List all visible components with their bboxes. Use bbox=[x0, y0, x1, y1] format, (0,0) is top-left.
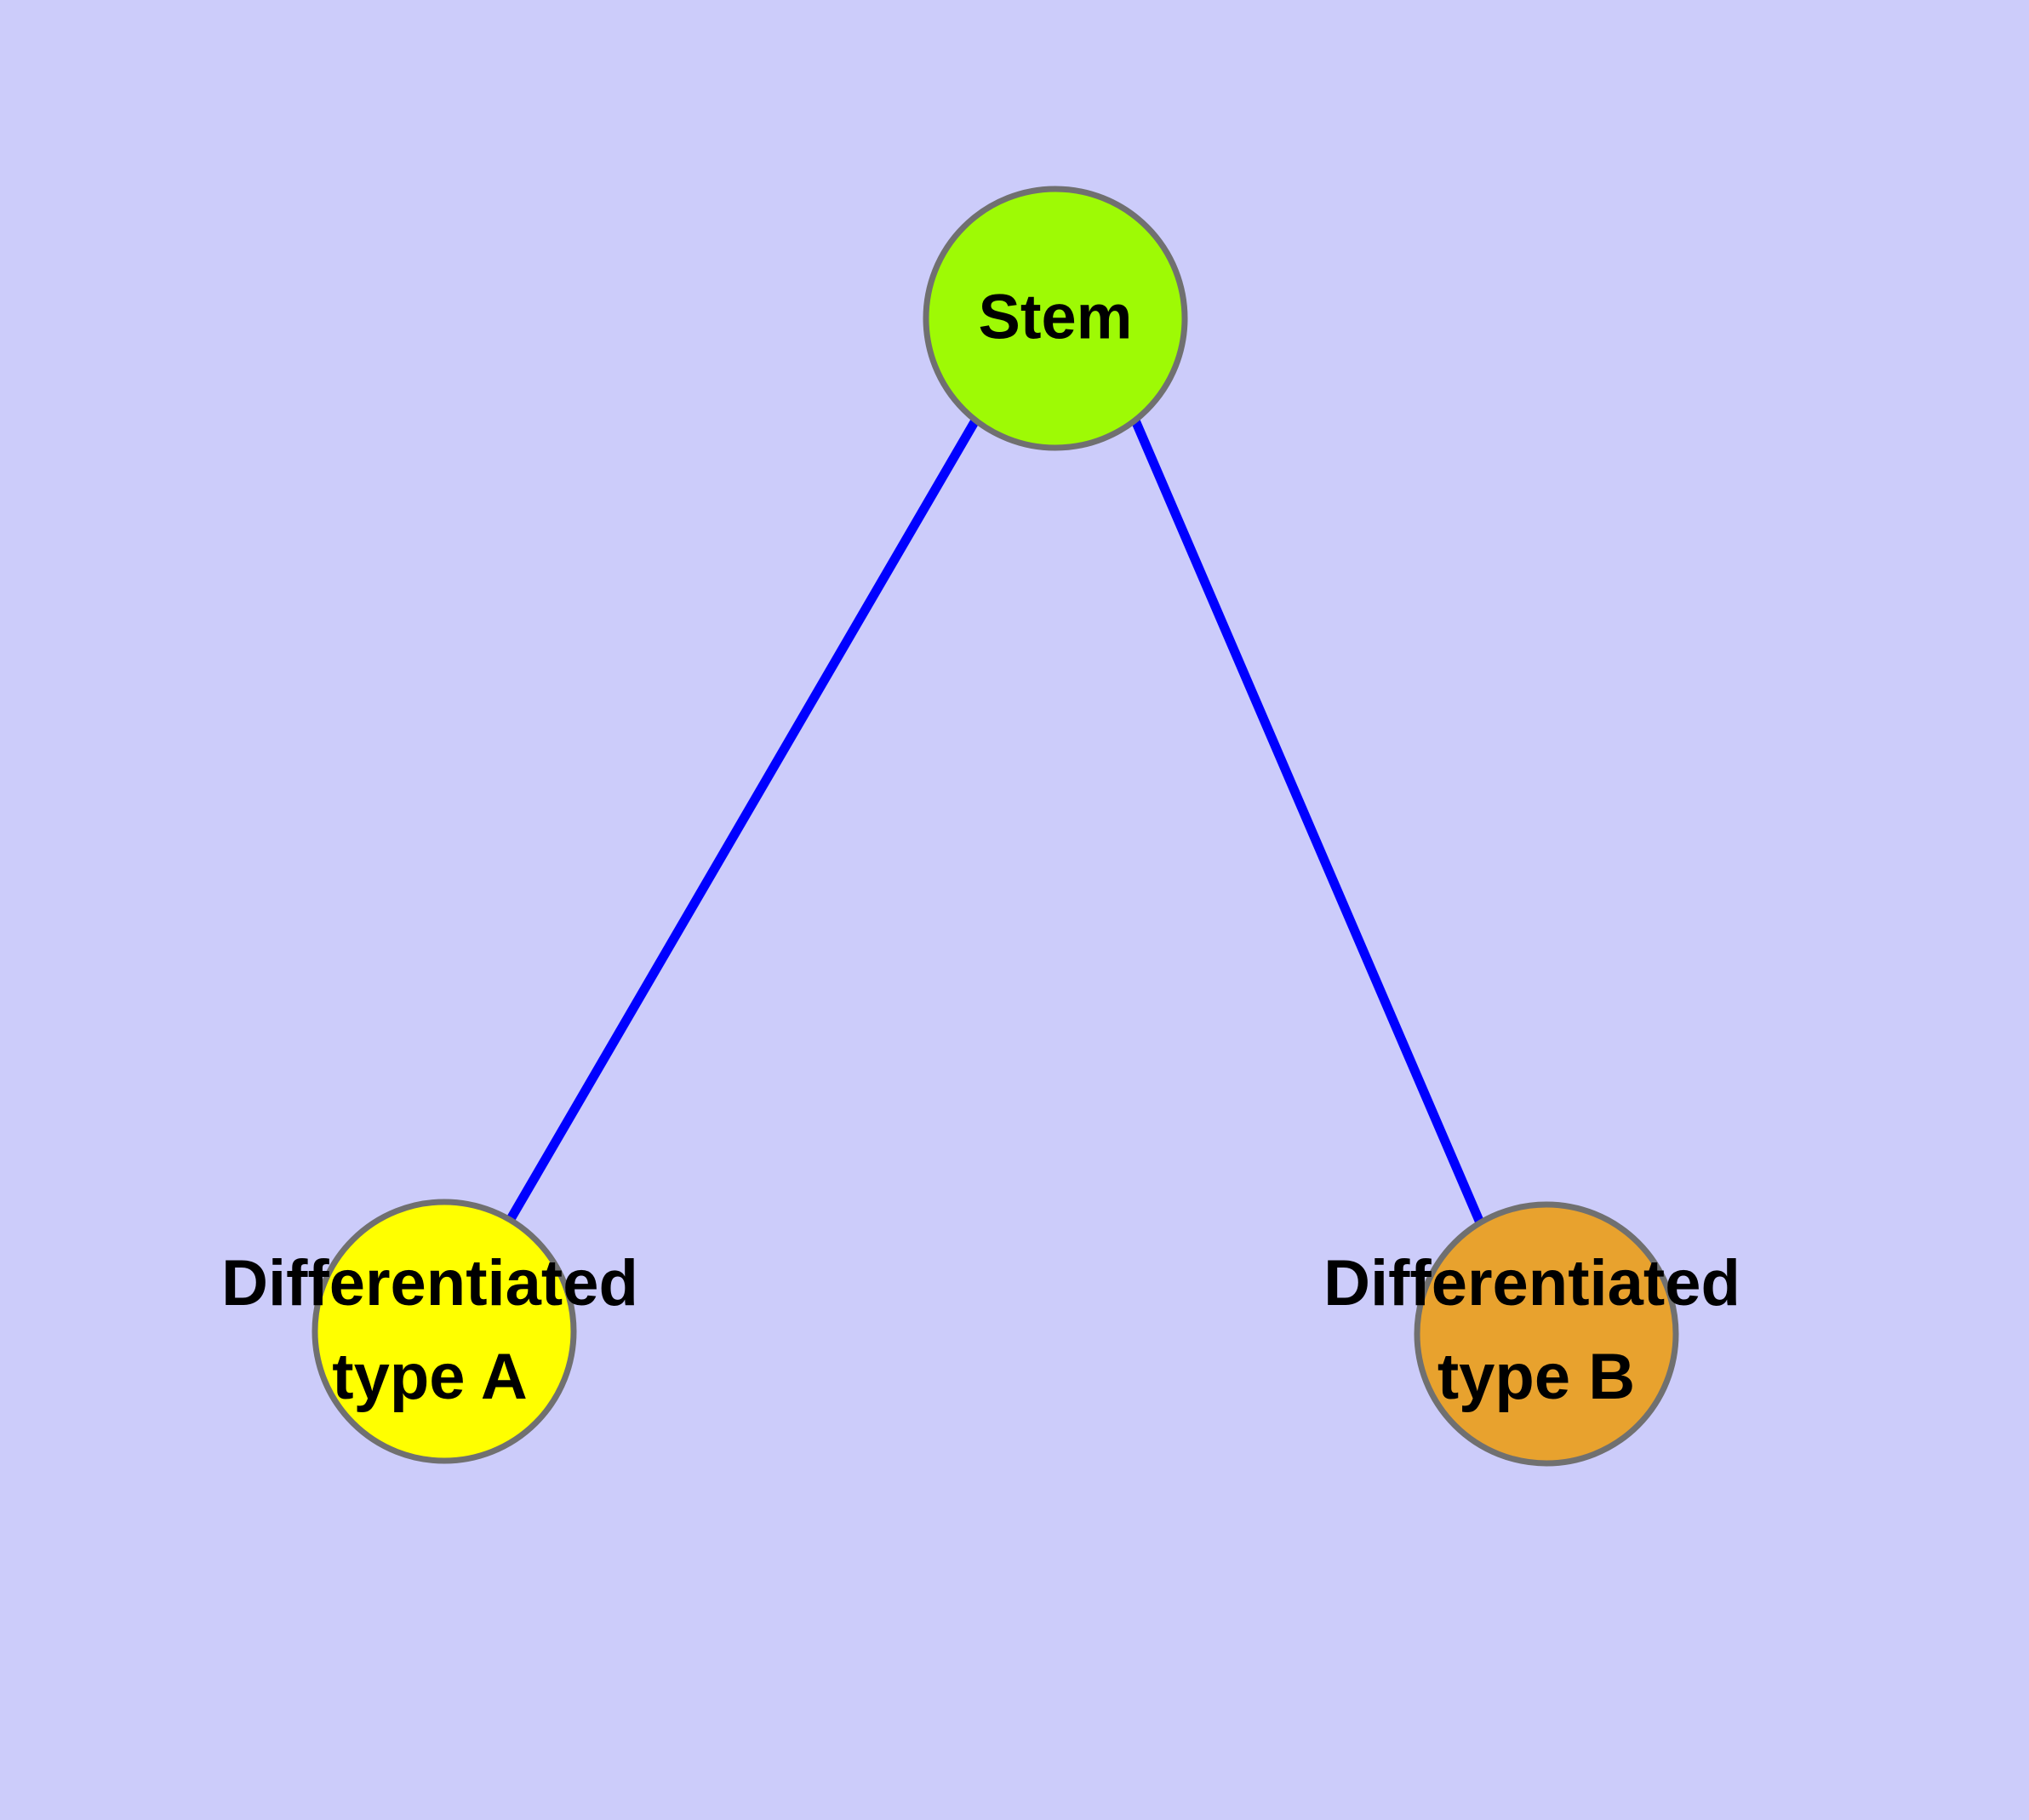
node-differentiated-type-b-label-line1: Differentiated bbox=[1323, 1247, 1740, 1319]
edge-stem-to-differentiated-type-b[interactable] bbox=[1130, 418, 1484, 1223]
edge-stem-to-differentiated-type-a[interactable] bbox=[506, 418, 980, 1222]
node-differentiated-type-a-circle[interactable] bbox=[311, 1199, 577, 1464]
node-differentiated-type-a-label-line2: type A bbox=[332, 1341, 527, 1413]
node-differentiated-type-b-label-line2: type B bbox=[1437, 1341, 1635, 1413]
node-stem-label: Stem bbox=[979, 282, 1133, 352]
node-stem-circle[interactable] bbox=[923, 186, 1188, 451]
edge-layer bbox=[506, 418, 1484, 1223]
node-stem[interactable]: Stem bbox=[923, 186, 1188, 451]
node-differentiated-type-a-label-line1: Differentiated bbox=[221, 1247, 638, 1319]
node-differentiated-type-b-circle[interactable] bbox=[1414, 1201, 1679, 1467]
node-differentiated-type-b[interactable]: Differentiated type B bbox=[1323, 1201, 1740, 1467]
node-differentiated-type-a[interactable]: Differentiated type A bbox=[221, 1199, 638, 1464]
